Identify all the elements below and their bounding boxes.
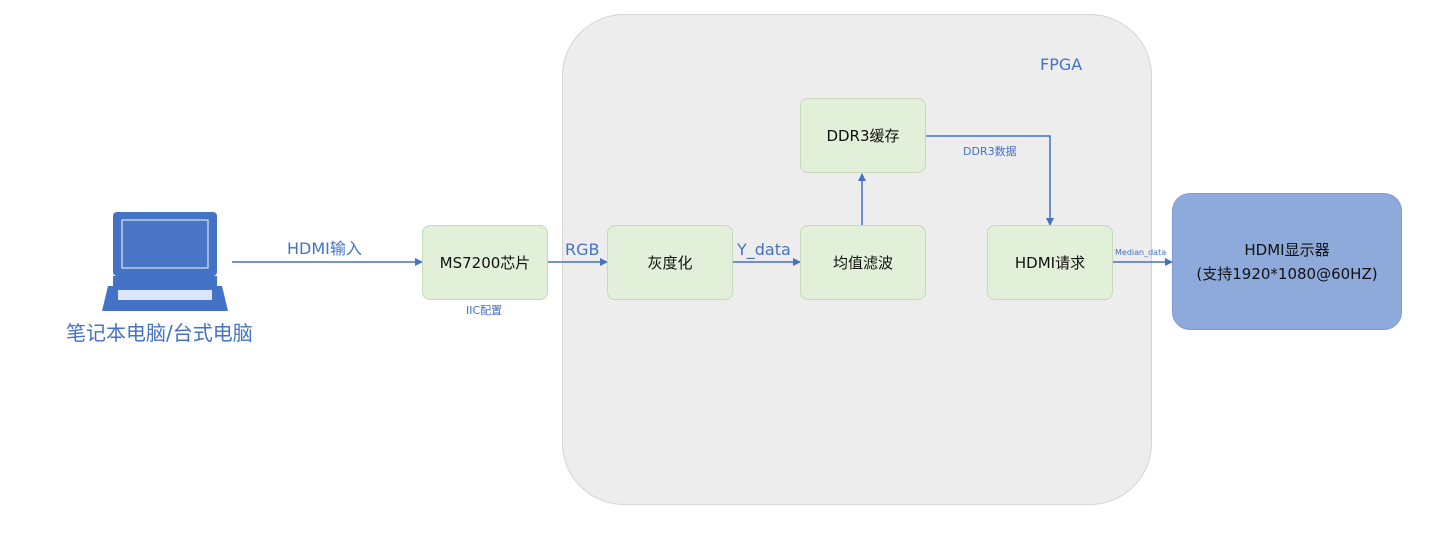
rgb-label: RGB	[565, 240, 600, 259]
grayscale-block: 灰度化	[607, 225, 733, 300]
ddr3-data-label: DDR3数据	[963, 145, 1017, 158]
fpga-label: FPGA	[1040, 55, 1083, 74]
ms7200-chip-block: MS7200芯片	[422, 225, 548, 300]
median-filter-block: 均值滤波	[800, 225, 926, 300]
ddr3-data-arrow	[926, 135, 1054, 226]
laptop-icon	[102, 212, 228, 311]
median-data-label: Median_data	[1115, 248, 1167, 257]
display-title: HDMI显示器	[1244, 240, 1330, 259]
hdmi-input-label: HDMI输入	[287, 239, 362, 258]
display-spec: (支持1920*1080@60HZ)	[1196, 264, 1378, 283]
ddr3-cache-block: DDR3缓存	[800, 98, 926, 173]
iic-config-label: IIC配置	[466, 304, 503, 317]
hdmi-display-block: HDMI显示器 (支持1920*1080@60HZ)	[1172, 193, 1402, 330]
laptop-label: 笔记本电脑/台式电脑	[66, 321, 253, 345]
hdmi-request-block: HDMI请求	[987, 225, 1113, 300]
y-data-label: Y_data	[737, 240, 791, 259]
